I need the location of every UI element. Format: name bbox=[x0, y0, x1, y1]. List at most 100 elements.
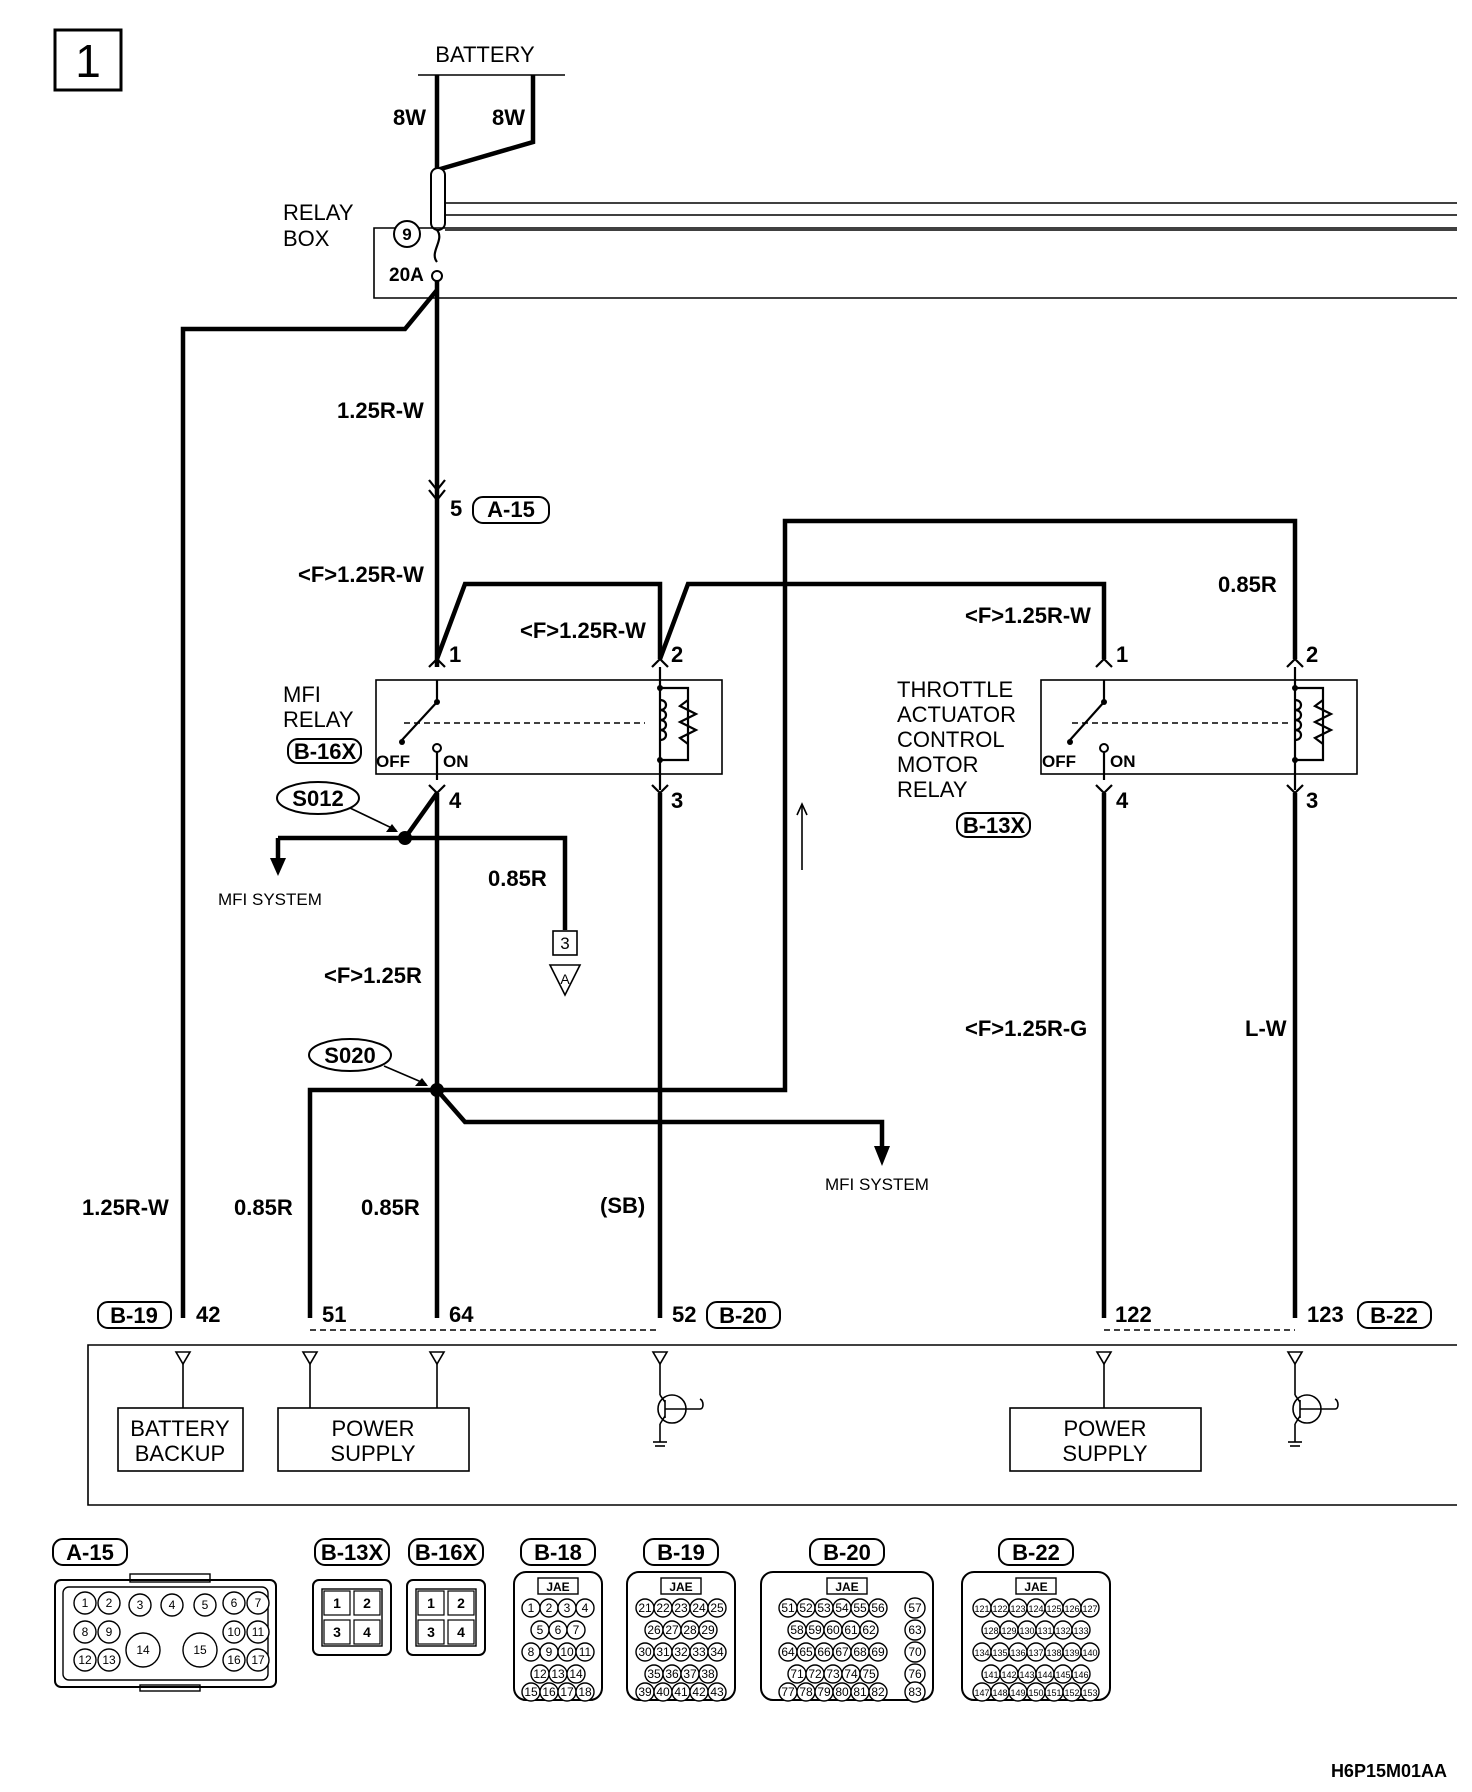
connector-pin: 74 bbox=[844, 1667, 858, 1681]
connector-pin: 67 bbox=[835, 1645, 849, 1659]
mfi-relay-connector: B-16X bbox=[294, 739, 357, 764]
wire-b19-64: 0.85R bbox=[361, 1195, 420, 1220]
connector-pin: 37 bbox=[683, 1667, 697, 1681]
connector-pin: 1 bbox=[82, 1596, 89, 1610]
connector-pin: 136 bbox=[1010, 1648, 1025, 1658]
connector-pin: 26 bbox=[647, 1623, 661, 1637]
page-number-box bbox=[53, 28, 123, 92]
battery-backup-block bbox=[117, 1407, 244, 1472]
battery-backup-2: BACKUP bbox=[135, 1441, 225, 1466]
connector-pin: 130 bbox=[1019, 1626, 1034, 1636]
splice-s020: S020 bbox=[324, 1043, 375, 1068]
connector-pin: 25 bbox=[710, 1601, 724, 1615]
connector-pin: 21 bbox=[638, 1601, 652, 1615]
connector-pin: 2 bbox=[106, 1596, 113, 1610]
b20-label: B-20 bbox=[719, 1303, 767, 1328]
connector-pin: 5 bbox=[202, 1598, 209, 1612]
connector-pin: 143 bbox=[1019, 1670, 1034, 1680]
ecu-pin-42: 42 bbox=[196, 1302, 220, 1327]
connector-pin: 54 bbox=[835, 1601, 849, 1615]
relay-box-label-2: BOX bbox=[283, 226, 330, 251]
a15-pin-5: 5 bbox=[450, 496, 462, 521]
connector-pin: 6 bbox=[555, 1623, 562, 1637]
connector-pin: 131 bbox=[1037, 1626, 1052, 1636]
connector-pin: 140 bbox=[1082, 1648, 1097, 1658]
connector-pin: 30 bbox=[638, 1645, 652, 1659]
connector-pin: 1 bbox=[427, 1595, 435, 1611]
ecu-box bbox=[87, 1344, 1457, 1506]
throttle-relay-pin1: 1 bbox=[1116, 642, 1128, 667]
power-supply-block-b bbox=[1009, 1407, 1202, 1472]
connector-pin: 127 bbox=[1082, 1604, 1097, 1614]
connector-pin: 4 bbox=[457, 1624, 465, 1640]
connector-pin: 35 bbox=[647, 1667, 661, 1681]
jae-maker: JAE bbox=[835, 1580, 858, 1594]
connector-pin: 126 bbox=[1064, 1604, 1079, 1614]
mfi-system-2: MFI SYSTEM bbox=[825, 1175, 929, 1194]
connector-pin: 1 bbox=[333, 1595, 341, 1611]
connector-pin: 82 bbox=[871, 1685, 885, 1699]
connector-pin: 9 bbox=[546, 1645, 553, 1659]
throttle-relay-label-5: RELAY bbox=[897, 777, 968, 802]
wire-f-throttle-pin1: <F>1.25R-W bbox=[965, 603, 1091, 628]
connector-pin: 31 bbox=[656, 1645, 670, 1659]
power-supply-1: POWER bbox=[331, 1416, 414, 1441]
connector-pin: 141 bbox=[983, 1670, 998, 1680]
connector-pin: 36 bbox=[665, 1667, 679, 1681]
connector-pin: 134 bbox=[974, 1648, 989, 1658]
wire-f-mid: <F>1.25R bbox=[324, 963, 422, 988]
b22-label: B-22 bbox=[1370, 1303, 1418, 1328]
battery-backup-1: BATTERY bbox=[130, 1416, 230, 1441]
connector-pin: 146 bbox=[1073, 1670, 1088, 1680]
connector-pin: 33 bbox=[692, 1645, 706, 1659]
wire-top-right: 0.85R bbox=[1218, 572, 1277, 597]
ecu-pin-52: 52 bbox=[672, 1302, 696, 1327]
connector-pin: 150 bbox=[1028, 1688, 1043, 1698]
jae-maker: JAE bbox=[1024, 1580, 1047, 1594]
connector-pin: 58 bbox=[790, 1623, 804, 1637]
wire-main: 1.25R-W bbox=[337, 398, 424, 423]
connector-pin: 40 bbox=[656, 1685, 670, 1699]
battery-label: BATTERY bbox=[435, 42, 535, 67]
connector-pin: 78 bbox=[799, 1685, 813, 1699]
connector-pin: 51 bbox=[781, 1601, 795, 1615]
connector-pin: 52 bbox=[799, 1601, 813, 1615]
connector-pin: 128 bbox=[983, 1626, 998, 1636]
a15-label: A-15 bbox=[487, 497, 535, 522]
throttle-relay-label-3: CONTROL bbox=[897, 727, 1005, 752]
page-ref-letter: A bbox=[560, 971, 570, 987]
throttle-relay-on: ON bbox=[1110, 752, 1136, 771]
connector-pin: 3 bbox=[564, 1601, 571, 1615]
connector-pin: 124 bbox=[1028, 1604, 1043, 1614]
connector-pin: 3 bbox=[427, 1624, 435, 1640]
mfi-relay-pin2: 2 bbox=[671, 642, 683, 667]
page-ref-num: 3 bbox=[560, 934, 569, 953]
connector-pin: 139 bbox=[1064, 1648, 1079, 1658]
connector-pin: 39 bbox=[638, 1685, 652, 1699]
throttle-relay-pin3: 3 bbox=[1306, 788, 1318, 813]
connector-pin: 32 bbox=[674, 1645, 688, 1659]
connector-pin: 22 bbox=[656, 1601, 670, 1615]
connector-pin: 10 bbox=[227, 1625, 241, 1639]
connector-pin: 43 bbox=[710, 1685, 724, 1699]
connector-pin: 55 bbox=[853, 1601, 867, 1615]
wire-b19-42: 1.25R-W bbox=[82, 1195, 169, 1220]
ecu-pin-122: 122 bbox=[1115, 1302, 1152, 1327]
mfi-relay-label-1: MFI bbox=[283, 682, 321, 707]
connector-pin: 9 bbox=[106, 1625, 113, 1639]
throttle-relay-pin4: 4 bbox=[1116, 788, 1129, 813]
connector-pin: 135 bbox=[992, 1648, 1007, 1658]
conn-view-a15-label: A-15 bbox=[66, 1540, 114, 1565]
transistor-icon bbox=[1288, 1364, 1339, 1447]
b19-label: B-19 bbox=[110, 1303, 158, 1328]
connector-pin: 2 bbox=[363, 1595, 371, 1611]
connector-pin: 7 bbox=[573, 1623, 580, 1637]
battery-wire-right: 8W bbox=[492, 105, 525, 130]
connector-pin: 153 bbox=[1082, 1688, 1097, 1698]
connector-pin: 24 bbox=[692, 1601, 706, 1615]
ecu-pin-51: 51 bbox=[322, 1302, 346, 1327]
conn-view-b16x-label: B-16X bbox=[415, 1540, 478, 1565]
page-number: 1 bbox=[75, 35, 101, 87]
connector-pin: 123 bbox=[1010, 1604, 1025, 1614]
